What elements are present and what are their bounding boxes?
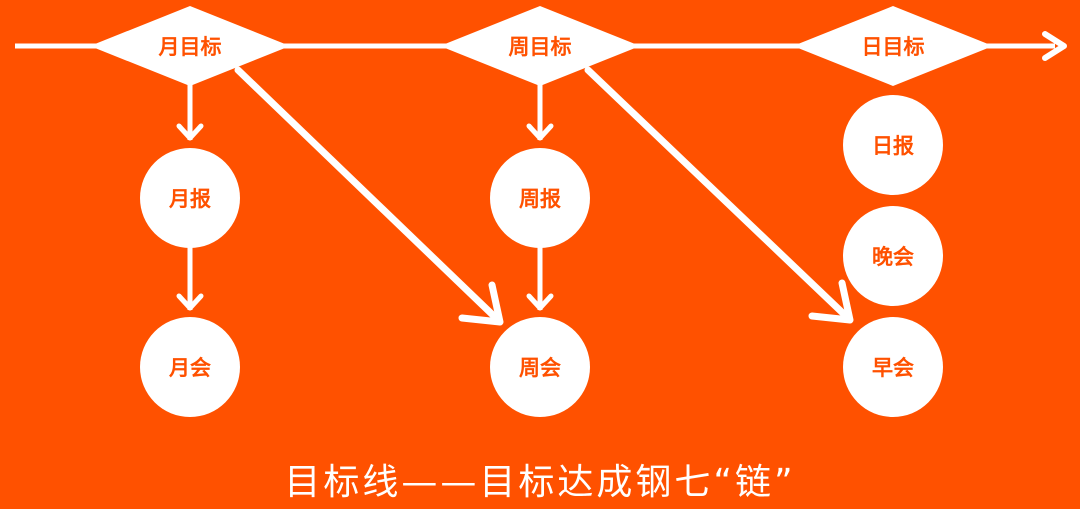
- week-meeting-node: 周会: [490, 317, 590, 417]
- week-goal-label: 周目标: [509, 35, 572, 59]
- day-goal-diamond: 日目标: [793, 6, 993, 86]
- week-report-node: 周报: [490, 148, 590, 248]
- month-goal-label: 月目标: [158, 35, 222, 59]
- evening-meeting-node: 晚会: [843, 206, 943, 306]
- footer-caption: 目标线——目标达成钢七“链”: [284, 462, 796, 503]
- week-report-label: 周报: [519, 187, 561, 211]
- morning-meeting-node: 早会: [843, 317, 943, 417]
- arrow-diagonal-icon: [458, 281, 504, 326]
- connector-week-goal-to-morning-meeting: [584, 66, 852, 322]
- week-goal-diamond: 周目标: [440, 6, 640, 86]
- week-meeting-label: 周会: [519, 356, 561, 380]
- arrow-down-icon: [176, 293, 204, 311]
- morning-meeting-label: 早会: [872, 356, 914, 380]
- month-report-label: 月报: [168, 187, 211, 211]
- month-meeting-label: 月会: [168, 356, 211, 380]
- arrow-down-icon: [176, 123, 204, 141]
- month-meeting-node: 月会: [140, 317, 240, 417]
- evening-meeting-label: 晚会: [872, 245, 914, 269]
- day-report-node: 日报: [843, 95, 943, 195]
- arrow-diagonal-icon: [808, 279, 854, 324]
- arrow-down-icon: [526, 293, 554, 311]
- connector-month-goal-to-week-meeting: [234, 66, 502, 324]
- timeline-arrowhead-icon: [1042, 31, 1067, 61]
- month-report-node: 月报: [140, 148, 240, 248]
- month-goal-diamond: 月目标: [90, 6, 290, 86]
- day-report-label: 日报: [872, 134, 914, 158]
- arrow-down-icon: [526, 123, 554, 141]
- day-goal-label: 日目标: [862, 35, 925, 59]
